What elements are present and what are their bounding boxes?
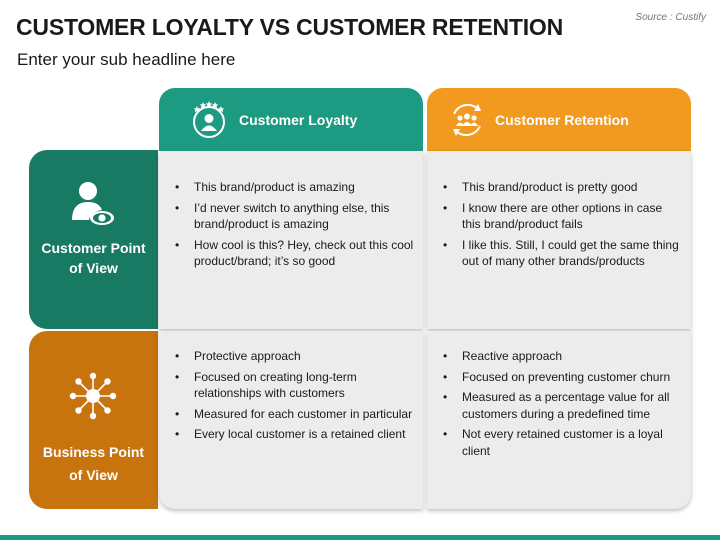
row-label-customer-point-of-view: Customer Point of View bbox=[29, 150, 158, 329]
list-item: I know there are other options in case t… bbox=[441, 200, 683, 233]
group-cycle-icon bbox=[453, 103, 481, 136]
list-item: Reactive approach bbox=[441, 348, 683, 365]
row-label-text: Business Point of View bbox=[42, 444, 145, 483]
bottom-accent-bar bbox=[0, 535, 720, 540]
row-label-business-point-of-view: Business Point of View bbox=[29, 331, 158, 509]
user-eye-icon bbox=[72, 182, 114, 225]
page-subtitle: Enter your sub headline here bbox=[17, 50, 236, 69]
list-item: Measured as a percentage value for all c… bbox=[441, 389, 683, 422]
column-header-customer-retention: Customer Retention bbox=[427, 88, 691, 151]
cell-customer-view-retention: This brand/product is pretty good I know… bbox=[427, 151, 691, 329]
list-item: This brand/product is pretty good bbox=[441, 179, 683, 196]
list-item: Focused on creating long-term relationsh… bbox=[173, 369, 415, 402]
list-item: Every local customer is a retained clien… bbox=[173, 426, 415, 443]
person-stars-icon bbox=[193, 100, 225, 138]
column-header-label: Customer Retention bbox=[495, 111, 629, 128]
cell-business-view-retention: Reactive approach Focused on preventing … bbox=[427, 331, 691, 509]
bullet-list: Reactive approach Focused on preventing … bbox=[441, 348, 683, 463]
column-header-customer-loyalty: Customer Loyalty bbox=[159, 88, 423, 151]
list-item: Not every retained customer is a loyal c… bbox=[441, 426, 683, 459]
bullet-list: Protective approach Focused on creating … bbox=[173, 348, 415, 447]
cell-customer-view-loyalty: This brand/product is amazing I’d never … bbox=[159, 151, 423, 329]
page-title: CUSTOMER LOYALTY VS CUSTOMER RETENTION bbox=[16, 14, 564, 40]
list-item: I like this. Still, I could get the same… bbox=[441, 237, 683, 270]
list-item: I’d never switch to anything else, this … bbox=[173, 200, 415, 233]
list-item: Focused on preventing customer churn bbox=[441, 369, 683, 386]
row-label-text: Customer Point of View bbox=[41, 240, 146, 276]
column-header-label: Customer Loyalty bbox=[239, 111, 358, 128]
list-item: Protective approach bbox=[173, 348, 415, 365]
source-note: Source : Custify bbox=[635, 12, 706, 23]
network-hub-icon bbox=[69, 372, 117, 420]
list-item: Measured for each customer in particular bbox=[173, 406, 415, 423]
bullet-list: This brand/product is pretty good I know… bbox=[441, 179, 683, 274]
list-item: How cool is this? Hey, check out this co… bbox=[173, 237, 415, 270]
list-item: This brand/product is amazing bbox=[173, 179, 415, 196]
cell-business-view-loyalty: Protective approach Focused on creating … bbox=[159, 331, 423, 509]
bullet-list: This brand/product is amazing I’d never … bbox=[173, 179, 415, 274]
